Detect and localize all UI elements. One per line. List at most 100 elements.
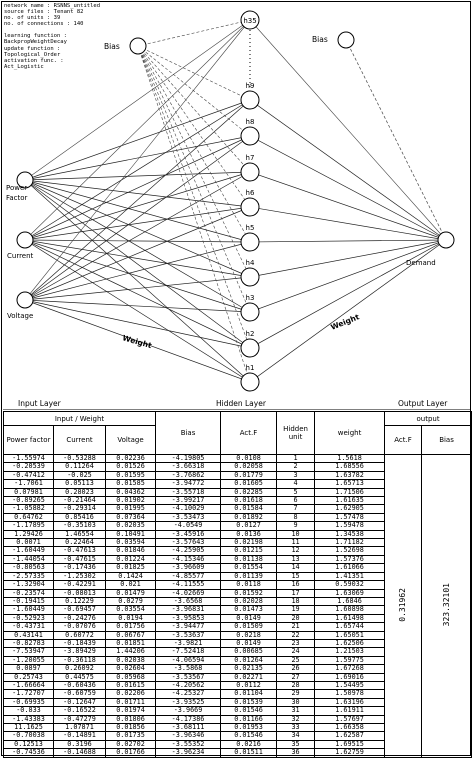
table-cell: 0.01546	[220, 706, 278, 716]
table-cell: 0.01605	[220, 479, 278, 489]
table-cell: 1.71182	[314, 538, 386, 548]
table-cell: 35	[276, 739, 316, 750]
table-cell: 0.02702	[104, 739, 157, 750]
table-cell: -3.94477	[155, 622, 222, 632]
table-cell: -3.96234	[155, 748, 222, 758]
table-cell: -3.9821	[155, 638, 222, 649]
hidden-output-edge	[249, 239, 447, 383]
header-output-actf: Act.F	[384, 425, 423, 455]
table-cell: 0.22464	[53, 538, 106, 548]
table-cell: 1.59775	[314, 655, 386, 666]
table-cell: 1.61066	[314, 563, 386, 573]
table-cell: 0.01856	[104, 722, 157, 733]
table-cell: -3.96346	[155, 731, 222, 741]
table-cell: -3.66318	[155, 462, 222, 472]
table-cell: 32	[276, 714, 316, 725]
table-cell: 1.52698	[314, 546, 386, 556]
table-cell: 1.63196	[314, 697, 386, 708]
table-cell: 1.69515	[314, 739, 386, 750]
table-cell: -3.53637	[155, 630, 222, 640]
table-cell: 0.0194	[104, 613, 157, 624]
hidden-node	[240, 267, 260, 287]
table-cell: -3.68111	[155, 722, 222, 733]
table-cell: 0.0136	[220, 529, 278, 540]
table-cell: 0.01584	[220, 504, 278, 514]
table-cell: 8	[276, 512, 316, 523]
table-cell: 28	[276, 680, 316, 691]
table-cell: 1.07871	[53, 722, 106, 733]
table-cell: -1.20055	[3, 655, 54, 666]
table-cell: 0.0218	[220, 630, 278, 640]
table-cell: 0.59032	[314, 580, 386, 590]
input-hidden-edge	[24, 99, 251, 241]
table-cell: 13	[276, 554, 316, 565]
table-cell: 1.46554	[53, 529, 106, 540]
table-cell: 0.02271	[220, 672, 278, 682]
input-hidden-edge	[24, 171, 251, 181]
table-cell: -7.53947	[3, 647, 54, 657]
table-cell: -0.82783	[3, 638, 54, 649]
table-cell: 1.50978	[314, 689, 386, 699]
weights-table: Input / Weight Bias Act.F Hidden unit we…	[2, 411, 473, 758]
table-cell: 1.41351	[314, 571, 386, 582]
table-cell: -3.99217	[155, 496, 222, 506]
hidden-output-edge	[249, 19, 447, 241]
table-cell: 0.1424	[104, 571, 157, 582]
table-cell: -3.45916	[155, 529, 222, 540]
header-output-bias: Bias	[421, 425, 473, 455]
table-cell: 0.01974	[104, 706, 157, 716]
table-cell: -0.833	[3, 706, 54, 716]
table-cell: 0.05968	[104, 672, 157, 682]
table-cell: 0.12513	[3, 739, 54, 750]
hidden-label-h3: h3	[246, 294, 255, 302]
table-cell: -0.29314	[53, 504, 106, 514]
table-cell: 0.01511	[220, 748, 278, 758]
hidden-label-h4: h4	[246, 259, 255, 267]
table-cell: -1.7061	[3, 479, 54, 489]
input-hidden-edge	[24, 241, 251, 301]
table-cell: 0.02206	[104, 689, 157, 699]
table-cell: -4.25905	[155, 546, 222, 556]
header-input-weight: Input / Weight	[2, 411, 157, 426]
hidden-output-edge	[249, 239, 447, 278]
hidden-node	[240, 10, 260, 30]
hidden-node	[240, 338, 260, 358]
output-actf-value: 0.31962	[398, 587, 408, 622]
table-cell: -4.19805	[155, 453, 222, 464]
table-cell: 0.02035	[104, 521, 157, 531]
table-cell: -1.60449	[3, 605, 54, 615]
input-hidden-edge	[24, 179, 251, 208]
input-hidden-edge	[24, 206, 251, 301]
table-cell: 0.0149	[220, 638, 278, 649]
input-label-current: Current	[7, 252, 34, 260]
bias-edge	[137, 45, 251, 243]
table-cell: 14	[276, 563, 316, 573]
header-voltage: Voltage	[104, 425, 157, 455]
table-cell: 0.0149	[220, 613, 278, 624]
table-cell: -1.25302	[53, 571, 106, 582]
table-cell: 0.01166	[220, 714, 278, 725]
bias-node	[129, 37, 147, 55]
hidden-label-h8: h8	[246, 118, 255, 126]
table-cell: -0.60436	[53, 680, 106, 691]
input-hidden-edge	[24, 239, 251, 278]
info-line: network name : RSNNS_untitled	[4, 3, 101, 9]
input-hidden-edge	[24, 179, 251, 243]
table-cell: -0.43731	[3, 622, 54, 632]
bias-edge	[137, 45, 251, 101]
table-cell: 0.02058	[220, 462, 278, 472]
table-cell: -0.23574	[3, 588, 54, 598]
hidden-node	[240, 90, 260, 110]
table-cell: 27	[276, 672, 316, 682]
bias-edge	[137, 45, 251, 349]
